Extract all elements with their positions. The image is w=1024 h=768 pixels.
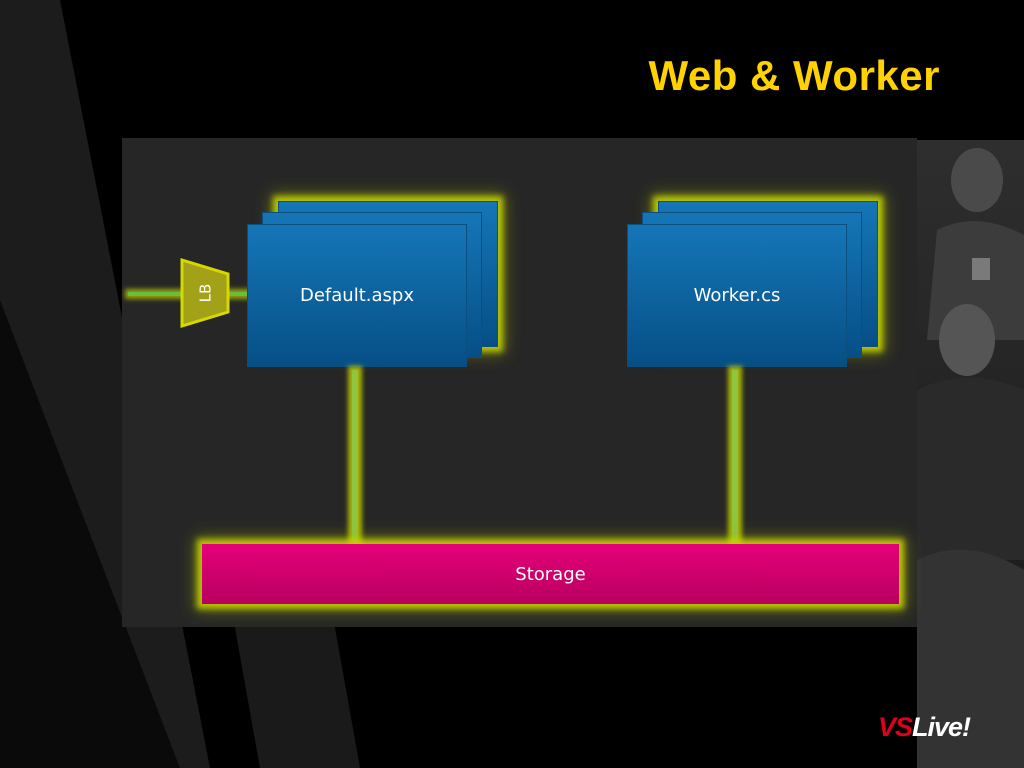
storage-label: Storage: [515, 563, 586, 585]
worker-to-storage-connector: [732, 370, 738, 542]
web-to-storage-connector: [352, 370, 358, 542]
vslive-logo: VSLive!: [878, 712, 993, 748]
load-balancer-shape: [180, 257, 230, 329]
slide-title: Web & Worker: [648, 52, 940, 99]
load-balancer: LB: [178, 256, 232, 330]
web-role-label: Default.aspx: [300, 285, 414, 306]
storage-bar: Storage: [202, 544, 899, 604]
worker-role-label: Worker.cs: [693, 285, 781, 306]
audience-photo: [917, 140, 1024, 768]
diagonal-stripe-bottom: [230, 600, 360, 768]
logo-vs-text: VS: [878, 712, 913, 742]
worker-role-card: Worker.cs: [627, 224, 847, 367]
lb-input-line: [128, 292, 182, 296]
load-balancer-label: LB: [196, 283, 214, 303]
logo-live-text: Live!: [912, 712, 971, 742]
web-role-card: Default.aspx: [247, 224, 467, 367]
lb-output-line: [228, 292, 250, 296]
